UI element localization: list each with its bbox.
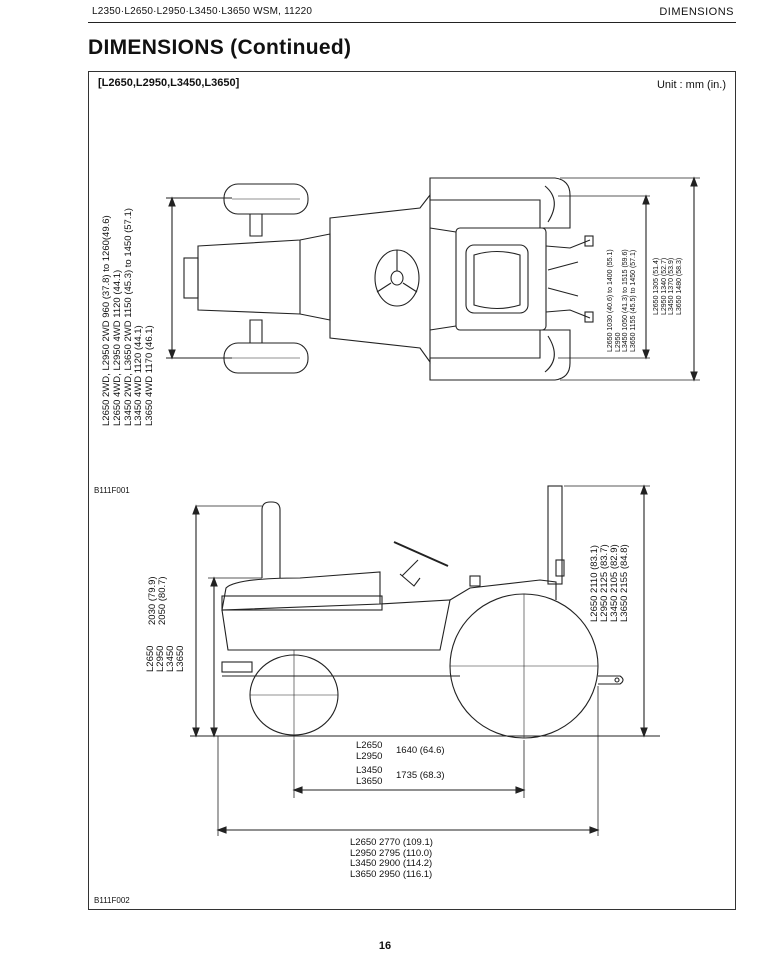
hood-height-label: L2650 L2950 L3450 L3650: [145, 645, 186, 672]
figure1-id: B111F001: [94, 486, 130, 495]
header-section-name: DIMENSIONS: [659, 6, 734, 18]
overall-length-label: L2650 2770 (109.1) L2950 2795 (110.0) L3…: [350, 837, 433, 880]
wheelbase-models-1: L2650 L2950: [356, 740, 383, 762]
hood-height-values: 2030 (79.9) 2050 (80.7): [147, 576, 168, 625]
wheelbase-models-2: L3450 L3650: [356, 765, 383, 787]
overall-width-label: L2650 1305 (51.4) L2950 1340 (52.7) L345…: [653, 257, 683, 315]
header-model-list: L2350·L2650·L2950·L3450·L3650 WSM, 11220: [92, 6, 313, 17]
rops-height-label: L2650 2110 (83.1) L2950 2125 (83.7) L345…: [589, 544, 630, 622]
figure2-id: B111F002: [94, 896, 130, 905]
rear-tread-label: L2650 1030 (40.6) to 1400 (55.1) L2950 L…: [607, 249, 637, 352]
page-title: DIMENSIONS (Continued): [88, 36, 352, 59]
page-number: 16: [378, 940, 392, 952]
header-rule: [88, 22, 736, 23]
figure-frame: [88, 71, 736, 910]
front-tread-label: L2650 2WD, L2950 2WD 960 (37.8) to 1260(…: [101, 208, 156, 426]
wheelbase-value-1: 1640 (64.6): [396, 745, 445, 756]
models-label: [L2650,L2950,L3450,L3650]: [98, 77, 240, 89]
wheelbase-value-2: 1735 (68.3): [396, 770, 445, 781]
unit-label: Unit : mm (in.): [656, 79, 726, 91]
